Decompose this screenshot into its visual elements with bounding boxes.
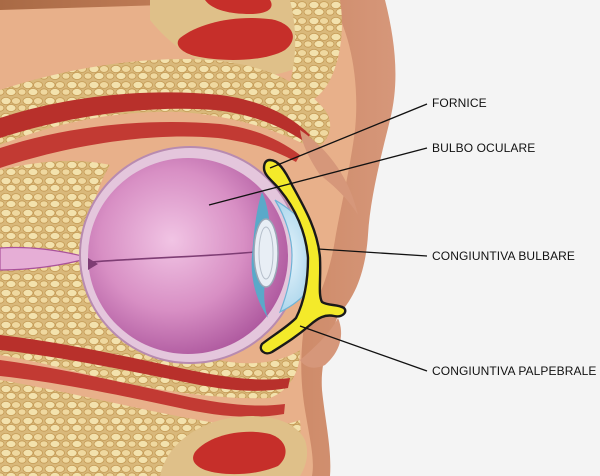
lower-eyelid (300, 318, 342, 368)
lens (253, 218, 279, 288)
upper-muscle-1 (0, 92, 310, 142)
lower-sinus (193, 431, 286, 475)
lower-muscle-2 (0, 360, 285, 417)
congiuntiva-bulbare-leader-line (317, 248, 428, 257)
lower-muscle-1 (0, 335, 290, 391)
congiuntiva-palpebrale-leader-line (299, 325, 428, 372)
bulbo-oculare-leader-line (208, 147, 428, 206)
retina-line (91, 251, 256, 263)
label-congiuntiva-palpebrale: CONGIUNTIVA PALPEBRALE (432, 364, 597, 378)
upper-eyelid (300, 130, 358, 215)
label-fornice: FORNICE (432, 96, 487, 110)
label-congiuntiva-bulbare: CONGIUNTIVA BULBARE (432, 249, 576, 263)
upper-bone-fat (280, 0, 342, 109)
upper-sinus (177, 18, 293, 60)
label-bulbo-oculare: BULBO OCULARE (432, 141, 536, 155)
upper-muscle-2 (0, 121, 300, 168)
fornice-leader-line (269, 103, 428, 169)
conjunctiva (259, 158, 347, 355)
